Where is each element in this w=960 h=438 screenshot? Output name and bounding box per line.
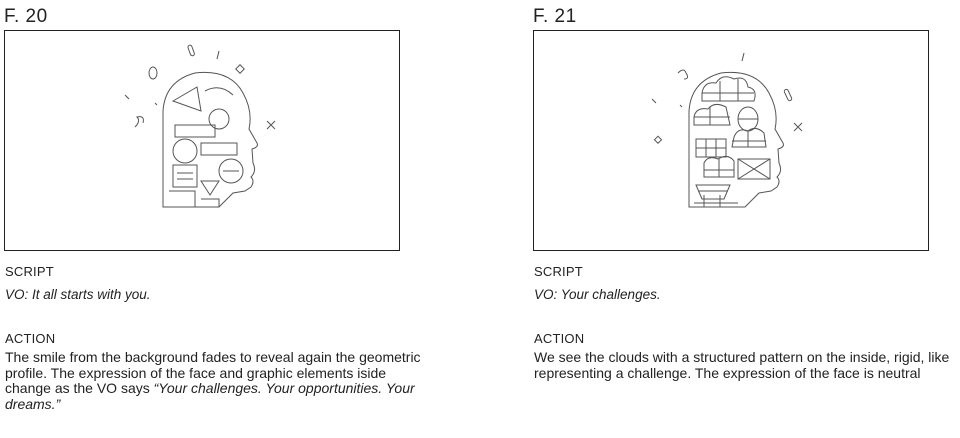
action-text: We see the clouds with a structured patt… (534, 349, 950, 381)
sketch-panel (4, 30, 400, 251)
action-quote: “Your challenges. Your opportunities. Yo… (5, 380, 415, 412)
geometric-head-profile-icon (124, 44, 276, 208)
action-label: ACTION (534, 331, 585, 346)
action-label: ACTION (5, 331, 56, 346)
frame-title: F. 21 (533, 6, 577, 27)
action-text-body: The smile from the background fades to r… (5, 349, 421, 396)
script-label: SCRIPT (5, 264, 54, 279)
frame-title: F. 20 (4, 6, 48, 27)
patterned-clouds-head-profile-icon (651, 52, 803, 208)
script-label: SCRIPT (534, 264, 583, 279)
script-text: VO: Your challenges. (534, 287, 661, 302)
sketch-panel (533, 30, 929, 251)
script-text: VO: It all starts with you. (5, 287, 151, 302)
action-text: The smile from the background fades to r… (5, 349, 425, 412)
